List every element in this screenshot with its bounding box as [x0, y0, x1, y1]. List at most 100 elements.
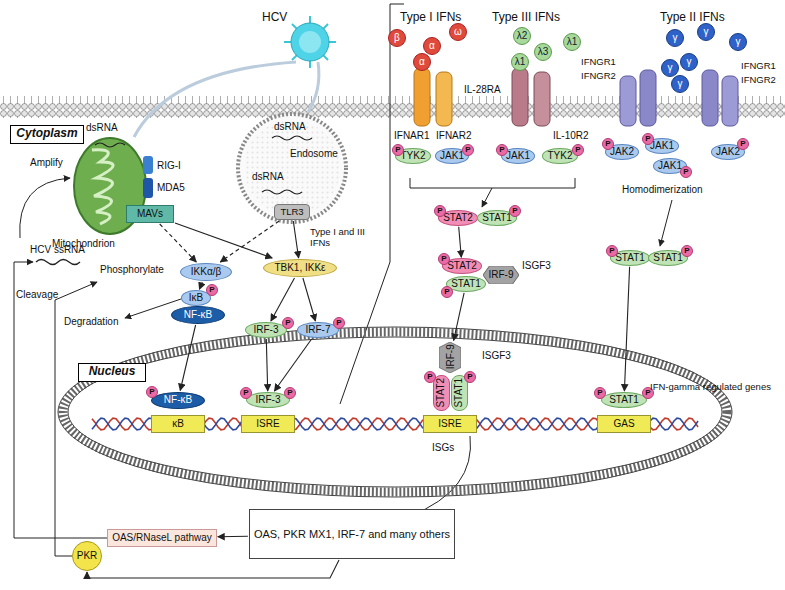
isg-box: OAS, PKR MX1, IRF-7 and many others — [249, 509, 455, 559]
phosphate-circle: P — [594, 387, 606, 399]
node-text: γ — [704, 26, 709, 38]
kinase-oval: IKKα/β — [180, 263, 232, 281]
text-label: ISGs — [432, 442, 454, 454]
text-label: dsRNA — [252, 171, 284, 183]
node-text: λ3 — [538, 46, 549, 58]
text-label: Type I and III IFNs — [310, 226, 384, 249]
phosphate-circle: P — [146, 386, 158, 398]
adaptor-box: MAVs — [126, 205, 174, 223]
phosphate-circle: P — [606, 245, 618, 257]
ifn-ligand: α — [413, 53, 431, 71]
node-text: JAK1 — [440, 150, 464, 162]
connector — [624, 267, 629, 391]
ifn-ligand: γ — [661, 59, 679, 77]
node-text: STAT1 — [609, 394, 639, 406]
phosphate-circle: P — [496, 144, 508, 156]
node-text: JAK1 — [658, 160, 682, 172]
connector — [271, 278, 295, 321]
text-label: dsRNA — [274, 121, 306, 133]
node-text: IKKα/β — [191, 266, 221, 278]
pkr-circle: PKR — [72, 541, 102, 571]
phosphate-circle: P — [392, 144, 404, 156]
text-label: RIG-I — [157, 160, 181, 172]
connector — [218, 536, 248, 538]
ifn-ligand: α — [423, 37, 441, 55]
phosphate-circle: P — [206, 284, 218, 296]
node-text: TYK2 — [400, 150, 425, 162]
node-text: TBK1, IKKε — [274, 262, 325, 274]
node-text: P — [427, 372, 432, 381]
phosphate-circle: P — [462, 144, 474, 156]
node-text: IRF-9 — [444, 345, 456, 370]
node-text: P — [605, 139, 610, 148]
phosphate-circle: P — [424, 371, 436, 383]
connector — [454, 293, 465, 341]
node-text: P — [684, 246, 689, 255]
hcv-ssrna — [36, 260, 80, 265]
text-label: IL-28RA — [464, 84, 501, 96]
ifn-ligand: λ2 — [513, 27, 531, 45]
text-label: IFNAR2 — [436, 130, 472, 142]
connector — [160, 224, 197, 262]
promoter-box: κB — [151, 415, 205, 433]
node-text: JAK2 — [716, 146, 740, 158]
node-text: P — [441, 254, 446, 263]
phosphate-circle: P — [333, 317, 345, 329]
node-text: TYK2 — [547, 150, 572, 162]
node-text: P — [287, 388, 292, 397]
text-label: IFNGR1 — [741, 60, 776, 71]
text-label: Cleavage — [16, 289, 58, 301]
text-label: dsRNA — [86, 122, 118, 134]
ifn-ligand: λ1 — [511, 53, 529, 71]
node-text: ω — [454, 26, 462, 38]
node-text: P — [467, 372, 472, 381]
node-text: P — [243, 388, 248, 397]
text-label: IFNAR1 — [394, 130, 430, 142]
text-label: HCV ssRNA — [30, 244, 85, 256]
node-text: STAT2 — [447, 260, 477, 272]
node-text: STAT1 — [451, 278, 481, 290]
connector — [274, 339, 311, 391]
text-label: ISGF3 — [522, 260, 551, 272]
promoter-box: ISRE — [241, 415, 295, 433]
ifn-ligand: ω — [449, 23, 467, 41]
text-label: Phosphorylate — [100, 264, 164, 276]
connector — [266, 339, 267, 391]
node-text: JAK1 — [650, 140, 674, 152]
node-text: γ — [673, 32, 678, 44]
stat-oval: STAT2 — [433, 375, 450, 411]
phosphate-circle: P — [464, 371, 476, 383]
phosphate-circle: P — [572, 144, 584, 156]
promoter-box: ISRE — [423, 415, 477, 433]
node-text: IRF-7 — [306, 324, 331, 336]
ifn-secretion-line — [340, 4, 404, 404]
phosphate-circle: P — [441, 286, 453, 298]
node-text: β — [394, 32, 400, 44]
node-text: GAS — [613, 418, 634, 430]
text-label: ISGF3 — [482, 350, 511, 362]
node-text: TLR3 — [280, 207, 303, 218]
node-text: IRF-3 — [254, 324, 279, 336]
rig-i-sensor — [143, 156, 153, 174]
node-text: MAVs — [137, 208, 163, 220]
connector — [87, 560, 339, 578]
node-text: P — [209, 285, 214, 294]
node-text: P — [465, 145, 470, 154]
receptors — [414, 68, 738, 126]
text-label: IFN-gamma regulated genes — [650, 381, 771, 392]
node-text: P — [597, 388, 602, 397]
ifn-ligand: γ — [666, 29, 684, 47]
node-text: JAK2 — [610, 146, 634, 158]
ifn-ligand: γ — [697, 23, 715, 41]
connector — [293, 221, 298, 258]
phosphate-circle: P — [509, 205, 521, 217]
bracket — [410, 178, 575, 188]
amplify-arrow — [20, 178, 70, 238]
node-text: STAT1 — [482, 212, 512, 224]
connector — [303, 278, 316, 321]
ifn-ligand: β — [388, 29, 406, 47]
node-text: NF-κB — [184, 309, 212, 321]
kinase-oval: TBK1, IKKε — [263, 259, 337, 277]
node-text: Nucleus — [89, 365, 136, 379]
